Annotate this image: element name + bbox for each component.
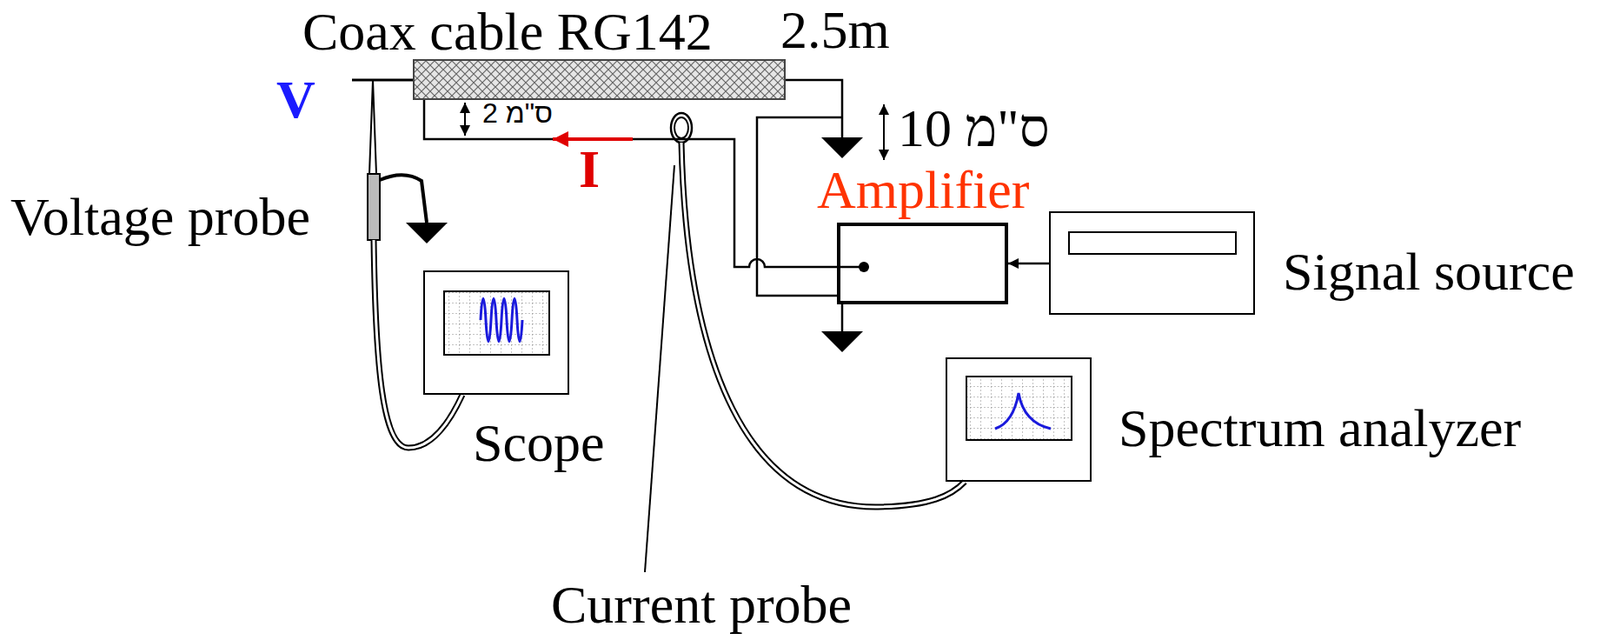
- box-label: Coax cable RG142: [302, 4, 713, 59]
- spectrum-trace: [995, 392, 1051, 429]
- box-label: Spectrum analyzer: [1118, 400, 1521, 455]
- amplifier-box: Amplifier: [836, 222, 1009, 305]
- current-arrow: [552, 137, 633, 141]
- dimension-label: 10 ס"מ: [897, 100, 1050, 155]
- signal-connector: [1008, 262, 1049, 266]
- dimension-label: 2.5m: [780, 2, 890, 57]
- ground-symbol: [405, 222, 448, 244]
- coax-cable: Coax cable RG142: [412, 59, 786, 100]
- amplifier-terminal: [858, 261, 870, 273]
- part-label: Current probe: [551, 577, 852, 631]
- box-label: Signal source: [1282, 244, 1575, 299]
- analyzer-screen: [966, 376, 1072, 440]
- probe-tip: [369, 79, 377, 174]
- probe-ground-clip: [379, 174, 427, 223]
- probe-shaft: [367, 173, 380, 240]
- dimension-arrow: [464, 102, 466, 136]
- scope-screen: [444, 291, 550, 355]
- ground-wire: [841, 304, 844, 332]
- input-wire: [351, 79, 413, 82]
- end-wire: [785, 79, 843, 138]
- part-label: Voltage probe: [10, 189, 311, 244]
- signal-wire: [424, 99, 864, 267]
- source-display: [1068, 232, 1236, 254]
- current-probe-ring: [674, 117, 689, 139]
- spectrum-analyzer-box: Spectrum analyzer: [945, 357, 1092, 482]
- leader-line: [644, 165, 675, 572]
- ground-symbol: [821, 331, 864, 352]
- ground-symbol: [821, 137, 864, 159]
- current-label: I: [578, 141, 600, 196]
- dimension-arrow: [882, 104, 885, 160]
- scope-box: Scope: [423, 270, 570, 395]
- current-probe-ring: [670, 112, 692, 143]
- dimension-label: 2 ס"מ: [482, 99, 553, 127]
- box-label: Scope: [472, 415, 605, 470]
- coax-cable-body: [412, 59, 786, 100]
- box-label: Amplifier: [816, 162, 1030, 217]
- sine-trace: [480, 298, 523, 342]
- voltage-label: V: [276, 72, 316, 127]
- signal-source-box: Signal source: [1048, 211, 1255, 315]
